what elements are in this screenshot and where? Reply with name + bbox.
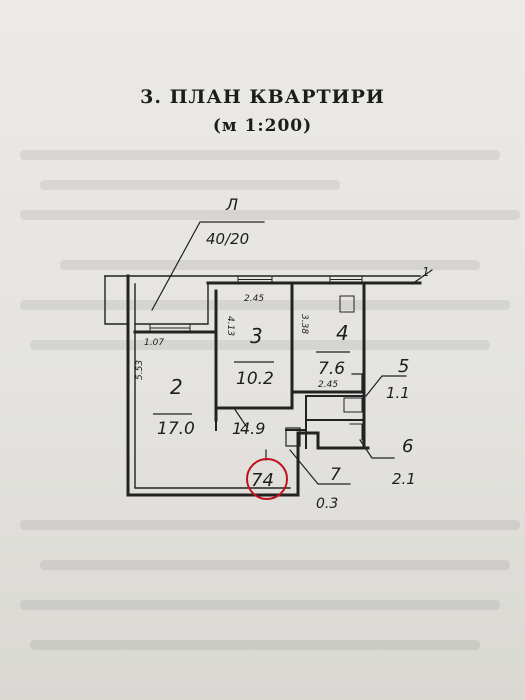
window-top-1 <box>237 275 273 284</box>
room-6-area: 2.1 <box>392 470 416 488</box>
room-3-area: 10.2 <box>236 369 274 389</box>
label-top-value: 40/20 <box>206 230 249 248</box>
document-scale: (м 1:200) <box>212 116 313 136</box>
room-2-number: 2 <box>170 375 183 399</box>
dim-top-window: 2.45 <box>244 294 264 304</box>
dim-room2-side: 5.53 <box>135 360 145 380</box>
corridor-number: 1 <box>232 419 242 438</box>
room-4-area: 7.6 <box>318 359 345 379</box>
room-7-number: 7 <box>330 465 341 485</box>
corridor-area: 4.9 <box>240 419 265 438</box>
room-3-number: 3 <box>250 324 263 348</box>
marker-right-line <box>411 269 433 285</box>
room-5-area: 1.1 <box>386 384 410 402</box>
wall-bay-step <box>134 282 209 325</box>
wall-left-bay <box>104 275 129 325</box>
dim-room4-side: 3.38 <box>299 314 309 334</box>
vent-box <box>339 295 355 313</box>
leader-top <box>151 221 265 311</box>
room-7-area: 0.3 <box>316 496 338 512</box>
door-room3 <box>233 407 247 427</box>
wall-left-inner <box>134 283 291 489</box>
room-5-number: 5 <box>398 356 409 377</box>
leader-room6 <box>359 439 395 459</box>
dim-room3-side: 4.13 <box>225 316 235 336</box>
wall-corridor <box>215 419 307 431</box>
dim-room4-bottom: 2.45 <box>318 380 338 390</box>
window-top-2 <box>329 275 363 284</box>
room-4-number: 4 <box>336 321 349 345</box>
dim-left-window: 1.07 <box>144 338 164 348</box>
window-left <box>149 323 191 333</box>
wall-bay-step-2 <box>133 289 218 334</box>
document-title: 3. ПЛАН КВАРТИРИ <box>140 86 385 108</box>
marker-right: 1 <box>422 265 430 279</box>
fixture-2 <box>343 397 363 413</box>
room-6-number: 6 <box>402 436 413 457</box>
label-top: Л <box>225 195 238 214</box>
room-2-area: 17.0 <box>157 419 195 439</box>
area-circle <box>246 458 288 500</box>
circled-total-area: 74 <box>251 470 274 491</box>
fixture-3 <box>349 423 363 441</box>
wall-outline <box>126 274 370 497</box>
leader-room5 <box>365 375 407 397</box>
fixture-1 <box>351 373 363 393</box>
wall-bath <box>305 395 365 449</box>
closet <box>285 427 301 447</box>
leader-room7 <box>289 449 351 485</box>
